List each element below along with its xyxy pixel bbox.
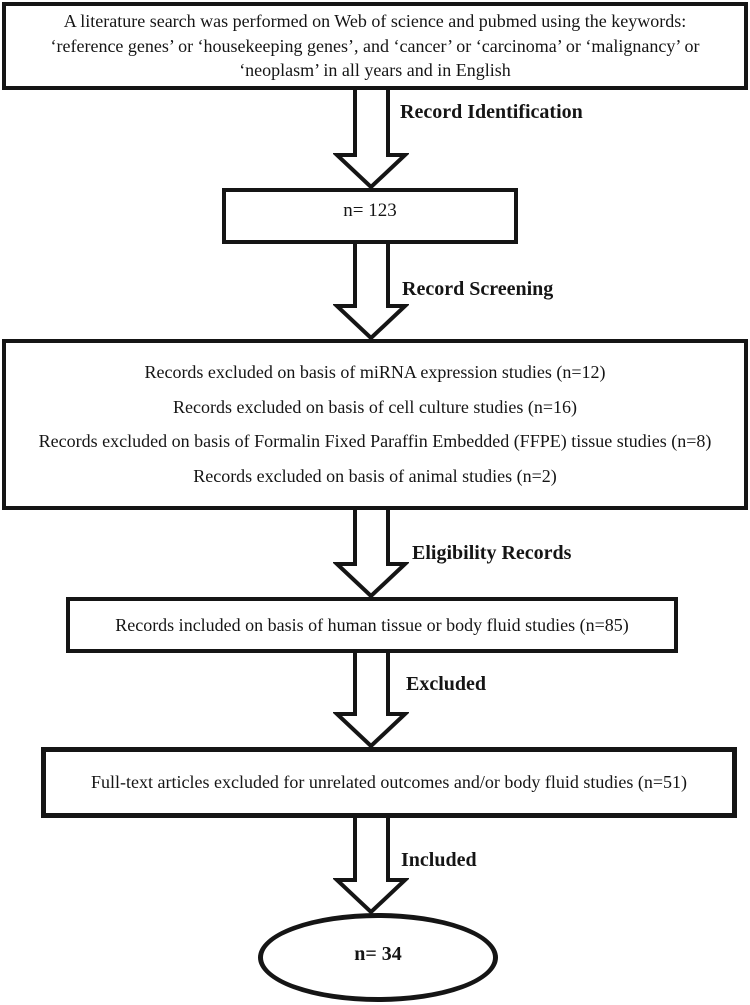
excluded-label: Excluded	[406, 673, 487, 695]
down-arrow	[333, 90, 409, 189]
exclusion-reason: Records excluded on basis of miRNA expre…	[144, 361, 606, 382]
screening-exclusions-box: Records excluded on basis of miRNA expre…	[2, 339, 748, 510]
search-strategy-line: A literature search was performed on Web…	[63, 10, 687, 31]
included-label: Included	[401, 849, 477, 871]
record-identification-label: Record Identification	[400, 101, 583, 123]
identified-count: n= 123	[343, 199, 397, 221]
search-strategy-line: ‘neoplasm’ in all years and in English	[239, 60, 511, 81]
record-screening-label: Record Screening	[402, 278, 554, 300]
search-strategy-box: A literature search was performed on Web…	[2, 2, 748, 90]
fulltext-excluded-box: Full-text articles excluded for unrelate…	[41, 747, 737, 818]
included-records-box: Records included on basis of human tissu…	[66, 597, 678, 653]
down-arrow	[333, 653, 409, 748]
final-count-ellipse: n= 34	[258, 913, 498, 1002]
included-records-text: Records included on basis of human tissu…	[115, 614, 629, 635]
exclusion-reason: Records excluded on basis of cell cultur…	[172, 396, 578, 417]
eligibility-records-label: Eligibility Records	[412, 542, 572, 564]
fulltext-excluded-text: Full-text articles excluded for unrelate…	[91, 772, 687, 793]
down-arrow	[333, 818, 409, 914]
down-arrow	[333, 244, 409, 340]
down-arrow	[333, 510, 409, 598]
exclusion-reason: Records excluded on basis of Formalin Fi…	[38, 431, 712, 452]
search-strategy-line: ‘reference genes’ or ‘housekeeping genes…	[50, 35, 700, 56]
final-count: n= 34	[354, 942, 402, 965]
identified-count-box: n= 123	[222, 188, 518, 244]
exclusion-reason: Records excluded on basis of animal stud…	[193, 466, 557, 487]
